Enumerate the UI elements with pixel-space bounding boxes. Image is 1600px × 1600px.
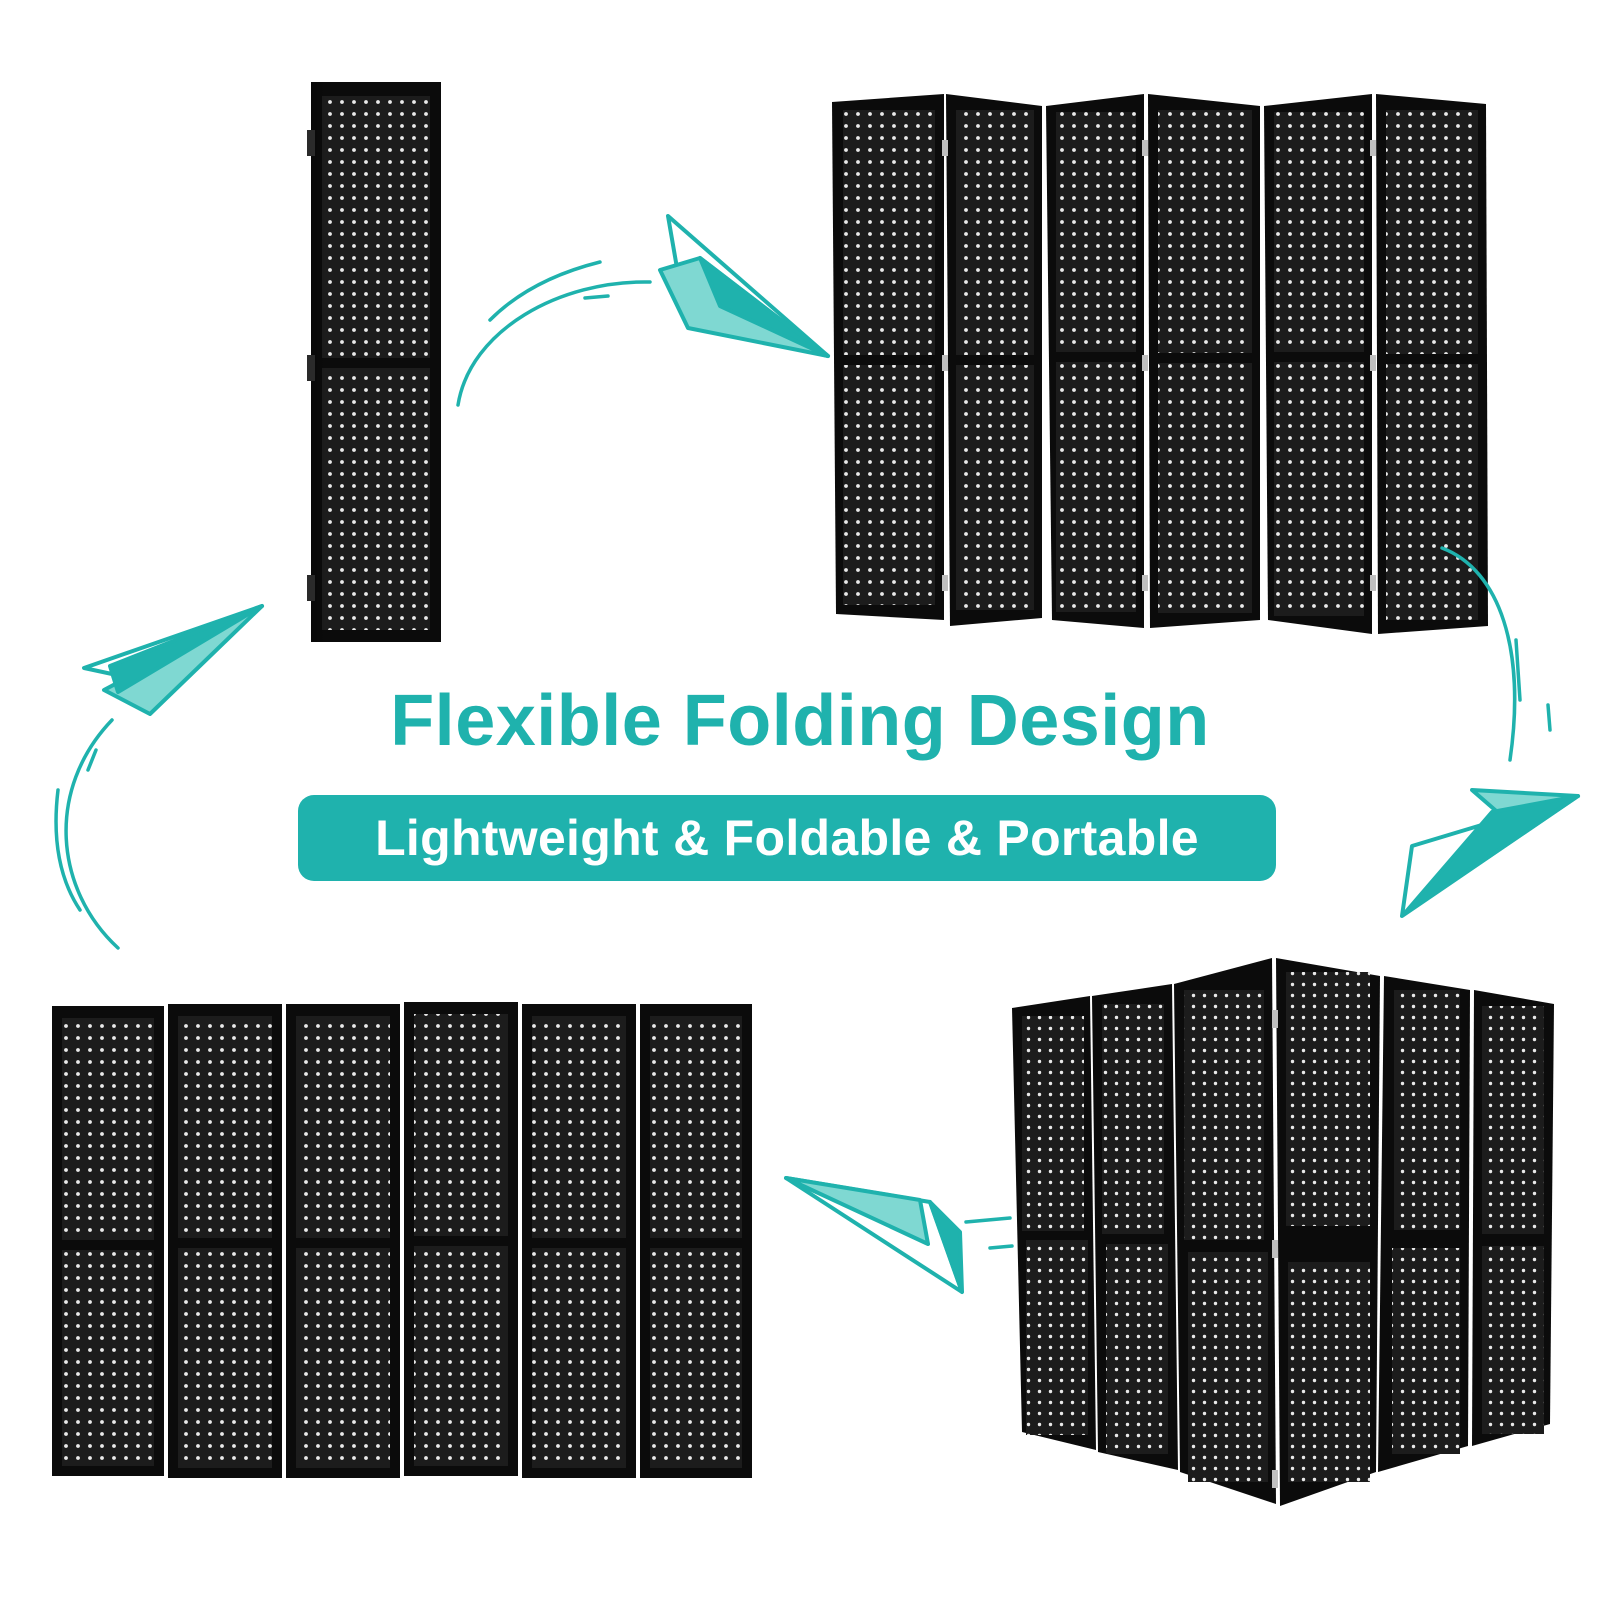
motion-arrow-icon: [54, 260, 1552, 1250]
headline: Flexible Folding Design: [390, 681, 1210, 761]
paper-plane-icon: [658, 214, 830, 358]
paper-plane-icon: [784, 1176, 964, 1294]
subheadline: Lightweight & Foldable & Portable: [375, 810, 1199, 866]
flat-screen-figure: [52, 1002, 752, 1478]
folded-screen-figure: [307, 82, 441, 642]
zigzag-screen-figure: [832, 94, 1488, 634]
paper-plane-icon: [1400, 788, 1580, 918]
subheadline-banner: Lightweight & Foldable & Portable: [298, 795, 1276, 881]
corner-screen-figure: [1012, 958, 1554, 1506]
paper-plane-icon: [82, 604, 264, 716]
